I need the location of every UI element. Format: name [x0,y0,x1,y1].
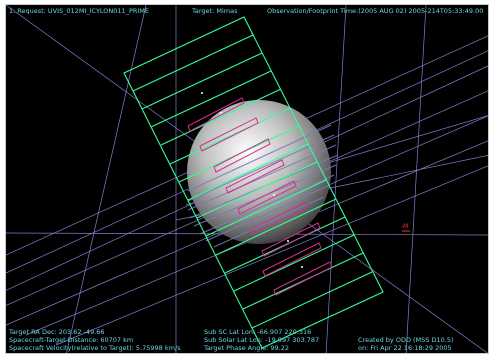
grid-line [55,165,488,346]
slit-rect [261,222,321,257]
footprint-row [196,161,318,219]
footprint-row [150,70,272,128]
spacecraft-velocity: Spacecraft Velocity(relative to Target):… [9,344,181,352]
slit-rect [237,180,297,215]
created-on: on: Fri Apr 22 16:18:29 2005 [358,344,452,352]
point-markers [201,92,303,268]
footprint-row [141,52,263,110]
footprint-row [187,143,309,201]
marker-dot [273,194,275,196]
footprint-frames [123,16,384,349]
created-by: Created by ODD (MSS D10.5) [358,336,454,344]
marker-dot [287,240,289,242]
marker-dot [301,266,303,268]
target-ra-dec: Target RA Dec: 203.62 -49.66 [9,328,105,336]
spacecraft-target-distance: Spacecraft-Target Distance: 60707 km [9,336,134,344]
footprint-plot [6,5,488,353]
marker-dot [220,112,222,114]
slit-rect [187,97,245,132]
target-label: Target: Mimas [192,7,238,15]
slit-rect [249,201,309,236]
slit-rect [225,159,285,194]
footprint-row [251,271,373,329]
footprint-row [169,107,291,165]
marker-dot [246,160,248,162]
footprint-row [160,88,282,146]
request-label: 1. Request: UVIS_012MI_ICYLON011_PRIME [9,7,150,15]
slit-rect [273,261,333,296]
footprint-row [233,234,355,292]
footprint-outline [123,16,384,349]
footprint-row [205,179,327,237]
grid-line [325,5,347,353]
slit-rect [213,138,271,173]
axis-label: -M [401,223,409,230]
viewport: -M 1. Request: UVIS_012MI_ICYLON011_PRIM… [5,4,489,354]
slit-rect [199,117,259,152]
grid-line [66,5,147,353]
marker-dot [201,92,203,94]
footprint-row [132,34,254,92]
observation-time-label: Observation/Footprint Time:(2005 AUG 02)… [267,7,484,15]
target-phase-angle: Target Phase Angle: 99.22 [204,344,290,352]
sub-solar-lat-lon: Sub Solar Lat Lon: -19.997 303.787 [204,336,320,344]
footprint-row [215,198,337,256]
slit-rect [262,242,322,277]
sub-sc-lat-lon: Sub SC Lat Lon: -66.907 220.316 [204,328,312,336]
slit-marks [187,97,333,296]
grid-line [405,5,427,353]
